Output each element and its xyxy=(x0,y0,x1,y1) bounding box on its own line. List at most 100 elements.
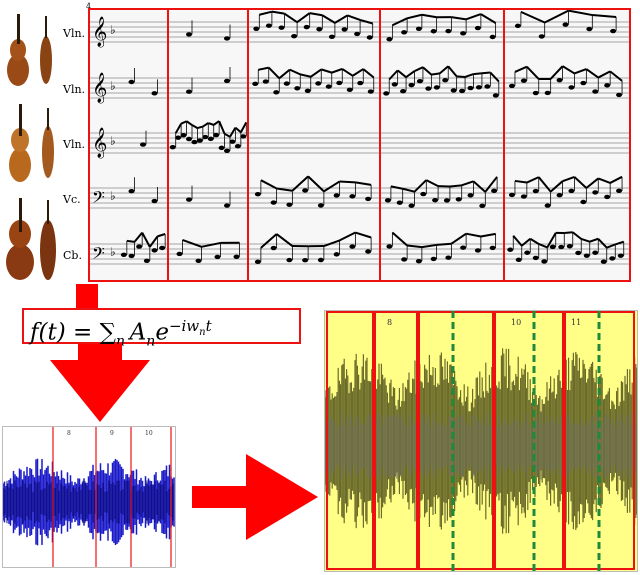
note xyxy=(521,78,527,82)
note xyxy=(140,142,146,146)
note xyxy=(284,81,290,85)
note xyxy=(516,258,522,262)
note-beam xyxy=(573,232,582,239)
note-beam xyxy=(610,71,622,81)
note xyxy=(197,138,203,142)
note-beam xyxy=(551,66,563,79)
note xyxy=(567,244,573,248)
note-beam xyxy=(466,234,481,237)
note xyxy=(592,89,598,93)
note-beam xyxy=(311,69,322,76)
staff-2: 𝄞♭ xyxy=(90,66,629,104)
note xyxy=(304,25,310,29)
note xyxy=(208,137,214,141)
note-beam xyxy=(465,74,473,77)
formula-exponent-tail: t xyxy=(206,317,212,335)
staff-5: 𝄢♭ xyxy=(90,232,629,267)
clef-5: 𝄢 xyxy=(92,243,105,267)
note-beam xyxy=(150,236,158,246)
note-beam xyxy=(258,68,269,70)
note-beam xyxy=(522,239,531,246)
note xyxy=(618,253,624,257)
note xyxy=(329,35,335,39)
note xyxy=(456,197,462,201)
note xyxy=(191,140,197,144)
note xyxy=(401,30,407,34)
waveform-small: 891011 xyxy=(2,426,176,568)
staff-label-3: Vln. xyxy=(63,138,85,151)
note xyxy=(349,244,355,248)
note xyxy=(609,256,615,260)
note xyxy=(316,27,322,31)
note xyxy=(186,90,192,94)
staff-label-5: Cb. xyxy=(63,249,82,262)
formula-exp-base: e xyxy=(155,320,169,346)
fourier-formula: f(t) = ∑n Ane−iwnt xyxy=(22,308,301,344)
note xyxy=(521,194,527,198)
note xyxy=(563,22,569,26)
note-beam xyxy=(202,243,221,247)
note-beam xyxy=(539,177,551,191)
note xyxy=(240,134,246,138)
note-beam xyxy=(355,182,371,185)
note-beam xyxy=(272,12,285,14)
staff-1: 𝄞♭ xyxy=(90,11,629,48)
note xyxy=(533,91,539,95)
note-beam xyxy=(407,15,422,19)
waveform-core xyxy=(325,412,635,480)
staff-label-1: Vln. xyxy=(63,27,85,40)
measure-label: 10 xyxy=(511,318,521,327)
note xyxy=(541,259,547,263)
note-beam xyxy=(208,123,213,125)
note xyxy=(385,198,391,202)
note xyxy=(273,90,279,94)
note-beam xyxy=(348,15,361,19)
note-beam xyxy=(406,71,414,77)
note xyxy=(592,190,598,194)
note-beam xyxy=(324,240,340,246)
note-beam xyxy=(158,234,166,236)
note-beam xyxy=(219,121,224,134)
note xyxy=(305,89,311,93)
note-beam xyxy=(324,181,340,191)
measure-label: 8 xyxy=(67,430,71,437)
note xyxy=(347,88,353,92)
note xyxy=(334,252,340,256)
note xyxy=(432,198,438,202)
note xyxy=(431,257,437,261)
note xyxy=(175,135,181,139)
note-beam xyxy=(586,178,598,188)
note-beam xyxy=(407,245,422,247)
note xyxy=(539,34,545,38)
note-beam xyxy=(527,177,539,182)
note xyxy=(334,193,340,197)
note-beam xyxy=(422,245,437,247)
note-beam xyxy=(607,244,616,247)
note xyxy=(558,245,564,249)
note xyxy=(442,78,448,82)
note-beam xyxy=(355,233,371,238)
note xyxy=(460,246,466,250)
note xyxy=(177,252,183,256)
note-beam xyxy=(342,69,353,76)
note xyxy=(286,203,292,207)
note-beam xyxy=(127,241,135,242)
clef-4: 𝄢 xyxy=(92,187,105,211)
key-signature-5: ♭ xyxy=(110,245,116,259)
note-beam xyxy=(285,14,298,23)
note xyxy=(215,255,221,259)
note-beam xyxy=(545,11,569,23)
note-beam xyxy=(574,177,586,188)
note-beam xyxy=(437,244,452,245)
note-beam xyxy=(490,73,498,82)
measure-label: 10 xyxy=(145,430,153,437)
note xyxy=(318,203,324,207)
note-beam xyxy=(586,69,598,78)
note xyxy=(263,79,269,83)
note-beam xyxy=(451,234,466,244)
note-beam xyxy=(581,239,590,242)
note xyxy=(409,204,415,208)
note xyxy=(144,259,150,263)
note xyxy=(490,246,496,250)
